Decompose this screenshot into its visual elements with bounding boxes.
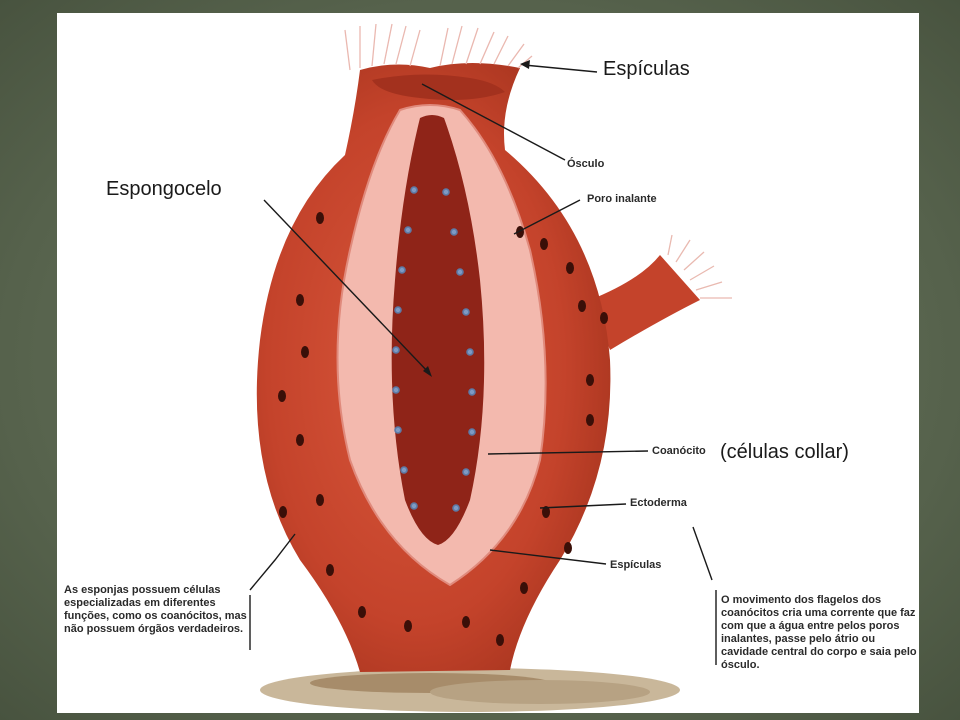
right-note: O movimento dos flagelos dos coanócitos …	[721, 594, 917, 672]
pointer-right-note	[692, 526, 713, 581]
right-note-start: O movimento dos flagelos dos	[721, 594, 882, 606]
inhalant-pores	[278, 212, 608, 646]
left-note: As esponjas possuem células especializad…	[64, 584, 248, 636]
pointer-espiculas-bottom	[489, 549, 607, 565]
ground-debris	[260, 668, 680, 712]
choanocyte-row	[392, 186, 476, 512]
label-ectoderma: Ectoderma	[630, 497, 687, 509]
side-tube-spicules	[667, 234, 732, 299]
right-note-body: cria uma corrente que faz com que a água…	[721, 607, 917, 671]
pointer-osculo	[421, 83, 566, 161]
pointer-coanocito	[487, 450, 649, 455]
label-osculo: Ósculo	[567, 158, 605, 170]
pointer-left-note	[249, 533, 296, 591]
right-note-emphasis: coanócitos	[721, 607, 780, 619]
label-espongocelo: Espongocelo	[106, 178, 222, 200]
osculum-opening	[372, 74, 505, 100]
pointer-espongocelo	[263, 199, 431, 375]
pointer-ectoderma	[539, 503, 627, 509]
pointer-lines	[249, 60, 717, 665]
spongocoel-cavity	[391, 115, 485, 545]
side-tube	[590, 255, 700, 350]
label-coanocito: Coanócito	[652, 445, 706, 457]
label-celulas-collar: (células collar)	[720, 441, 849, 463]
top-spicule-fringe	[344, 23, 533, 71]
label-espiculas-top: Espículas	[603, 58, 690, 80]
label-espiculas-bottom: Espículas	[610, 559, 662, 571]
pointer-poro	[513, 199, 581, 235]
label-poro-inalante: Poro inalante	[587, 193, 657, 205]
left-note-lead: As esponjas	[64, 584, 129, 596]
pointer-espiculas-top	[523, 64, 598, 73]
left-note-body: possuem células especializadas em difere…	[64, 584, 247, 635]
